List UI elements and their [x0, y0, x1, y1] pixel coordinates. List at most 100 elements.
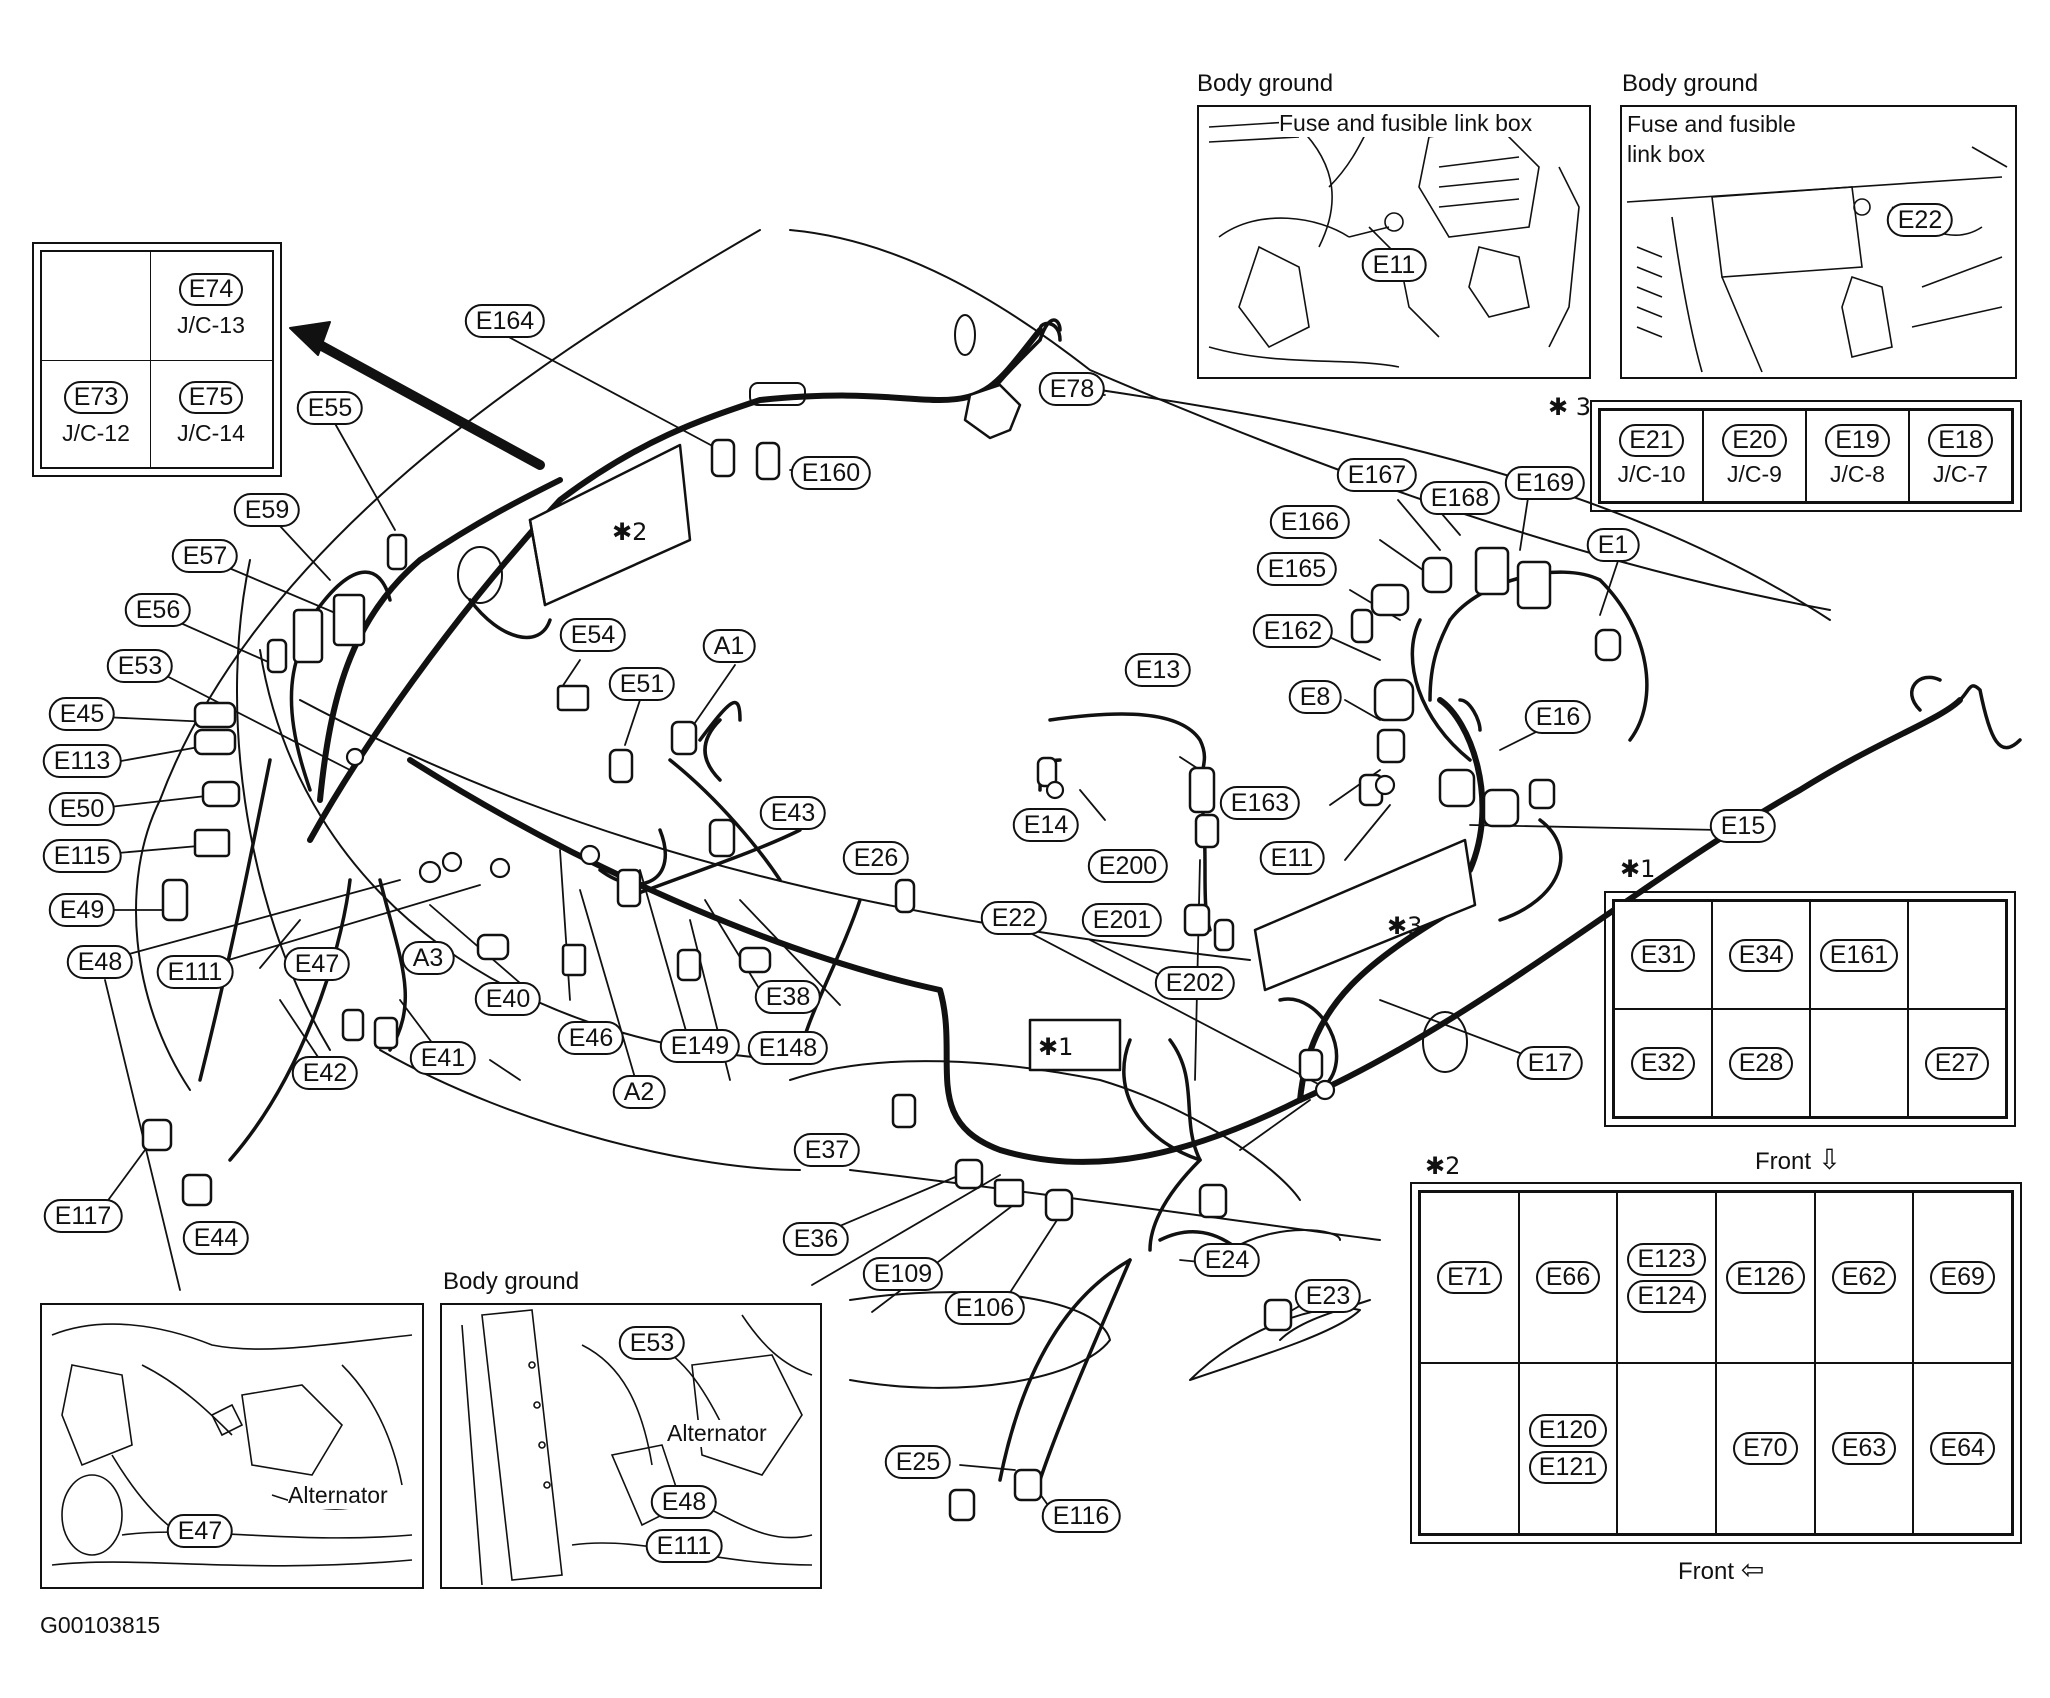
inset-top-right-drawing [1626, 146, 2008, 373]
inset-top-right-title: Body ground [1622, 70, 1759, 97]
box1-r2c3 [1810, 1009, 1908, 1117]
connector-bodies [141, 438, 1622, 1522]
connector-E38: E38 [754, 980, 822, 1014]
inset-bottom-left: E47 Alternator [40, 1303, 424, 1589]
connector-E8: E8 [1288, 680, 1342, 714]
inset-bottom-mid-caption: Alternator [667, 1420, 767, 1447]
connector-E115: E115 [42, 839, 122, 873]
inset-bottom-mid-label-E53: E53 [618, 1326, 686, 1360]
box3-cell-4: E18 J/C-7 [1909, 410, 2012, 502]
box3-E19: E19 [1825, 424, 1890, 457]
jc-13-label: J/C-13 [177, 312, 245, 338]
ring-terminals [345, 747, 1396, 1101]
connector-E166: E166 [1269, 505, 1351, 539]
box2-E62: E62 [1831, 1261, 1897, 1294]
box3-heading: ✱ 3 [1548, 393, 1592, 421]
connector-E44: E44 [182, 1221, 250, 1255]
connector-E45: E45 [48, 697, 116, 731]
box1-r2c2: E28 [1712, 1009, 1810, 1117]
jc-14-label: J/C-14 [177, 419, 245, 446]
junction-box-3: E21 J/C-10 E20 J/C-9 E19 J/C-8 E18 J/C-7 [1590, 400, 2022, 512]
inset-bottom-left-drawing [51, 1323, 413, 1567]
box2-r1c4: E126 [1715, 1192, 1815, 1363]
connector-E201: E201 [1081, 903, 1163, 937]
connector-E51: E51 [608, 667, 676, 701]
box1-E32: E32 [1630, 1046, 1696, 1080]
box2-E123: E123 [1627, 1242, 1706, 1276]
inset-top-right: Fuse and fusible link box E22 [1620, 105, 2017, 379]
connector-E56: E56 [124, 593, 192, 627]
figure-code: G00103815 [40, 1612, 161, 1638]
box1-heading: ✱1 [1620, 855, 1656, 883]
connector-E202: E202 [1154, 966, 1236, 1000]
box2-r2c6: E64 [1913, 1363, 2012, 1534]
connector-E165: E165 [1256, 552, 1338, 586]
box3-cell-3: E19 J/C-8 [1806, 410, 1909, 502]
connector-E50: E50 [48, 792, 116, 826]
inset-bottom-mid: E53 Alternator E48 E111 [440, 1303, 822, 1589]
connector-E47: E47 [283, 947, 351, 981]
connector-E41: E41 [409, 1041, 477, 1075]
relay-box-1 [1028, 1018, 1122, 1072]
box2-heading: ✱2 [1425, 1152, 1461, 1180]
box2-E63: E63 [1831, 1432, 1897, 1465]
inset-bottom-mid-label-E111: E111 [645, 1529, 723, 1563]
connector-E78: E78 [1038, 372, 1106, 406]
connector-E13: E13 [1124, 653, 1192, 687]
arrow-left-icon: ⇦ [1740, 1553, 1765, 1586]
connector-E167: E167 [1336, 458, 1418, 492]
box2-r1c3: E123 E124 [1617, 1192, 1716, 1363]
box1-r2c1: E32 [1614, 1009, 1712, 1117]
connector-E168: E168 [1419, 481, 1501, 515]
marker-star-2: ✱2 [612, 518, 648, 546]
box2-E126: E126 [1726, 1261, 1805, 1294]
box3-E21: E21 [1619, 424, 1684, 457]
inset-top-mid-caption: Fuse and fusible link box [1279, 110, 1533, 137]
inset-top-mid: Fuse and fusible link box E11 [1197, 105, 1591, 379]
box3-jc-8: J/C-8 [1830, 461, 1885, 487]
box3-cell-1: E21 J/C-10 [1600, 410, 1703, 502]
junction-box-top-left: E74 J/C-13 E73 J/C-12 E75 J/C-14 [32, 242, 282, 477]
marker-star-3: ✱3 [1387, 912, 1423, 940]
connector-E163: E163 [1219, 786, 1301, 820]
relay-box-3 [1253, 838, 1477, 992]
connector-E24: E24 [1193, 1243, 1261, 1277]
inset-top-right-caption: Fuse and fusible link box [1627, 109, 1796, 169]
connector-E37: E37 [793, 1133, 861, 1167]
box1-r1c2: E34 [1712, 901, 1810, 1009]
box2-r1c6: E69 [1913, 1192, 2012, 1363]
connector-E117: E117 [43, 1199, 123, 1233]
arrow-down-icon: ⇩ [1817, 1143, 1842, 1176]
connector-E43: E43 [759, 796, 827, 830]
box2-r2c4: E70 [1715, 1363, 1815, 1534]
connector-E149: E149 [659, 1029, 741, 1063]
box1-front-label: Front ⇩ [1755, 1143, 1842, 1176]
inset-top-mid-label-E11: E11 [1361, 248, 1427, 282]
connector-E40: E40 [474, 982, 542, 1016]
box2-r1c1: E71 [1420, 1192, 1519, 1363]
connector-E25: E25 [884, 1445, 952, 1479]
box2-E71: E71 [1437, 1261, 1502, 1294]
box2-E69: E69 [1930, 1261, 1995, 1294]
marker-star-1: ✱1 [1038, 1033, 1074, 1061]
inset-bottom-mid-title: Body ground [443, 1268, 580, 1295]
inset-bottom-left-caption: Alternator [288, 1482, 388, 1509]
jc-E73: E73 [63, 380, 129, 414]
jc-12-label: J/C-12 [62, 419, 130, 446]
box3-jc-9: J/C-9 [1727, 461, 1782, 487]
box3-cell-2: E20 J/C-9 [1703, 410, 1806, 502]
connector-E59: E59 [233, 493, 301, 527]
connector-E200: E200 [1087, 849, 1169, 883]
jc-E75: E75 [178, 380, 244, 414]
box2-r2c1 [1420, 1363, 1519, 1534]
connector-E57: E57 [171, 539, 239, 573]
connector-E162: E162 [1252, 614, 1334, 648]
box2-E121: E121 [1528, 1450, 1608, 1484]
connector-E22: E22 [980, 901, 1048, 935]
junction-box-2: E71 E66 E123 E124 E126 E62 E69 E120 E121… [1410, 1182, 2022, 1544]
inset-top-right-label-E22: E22 [1886, 203, 1954, 237]
connector-E164: E164 [464, 304, 546, 338]
connector-E116: E116 [1041, 1499, 1121, 1533]
